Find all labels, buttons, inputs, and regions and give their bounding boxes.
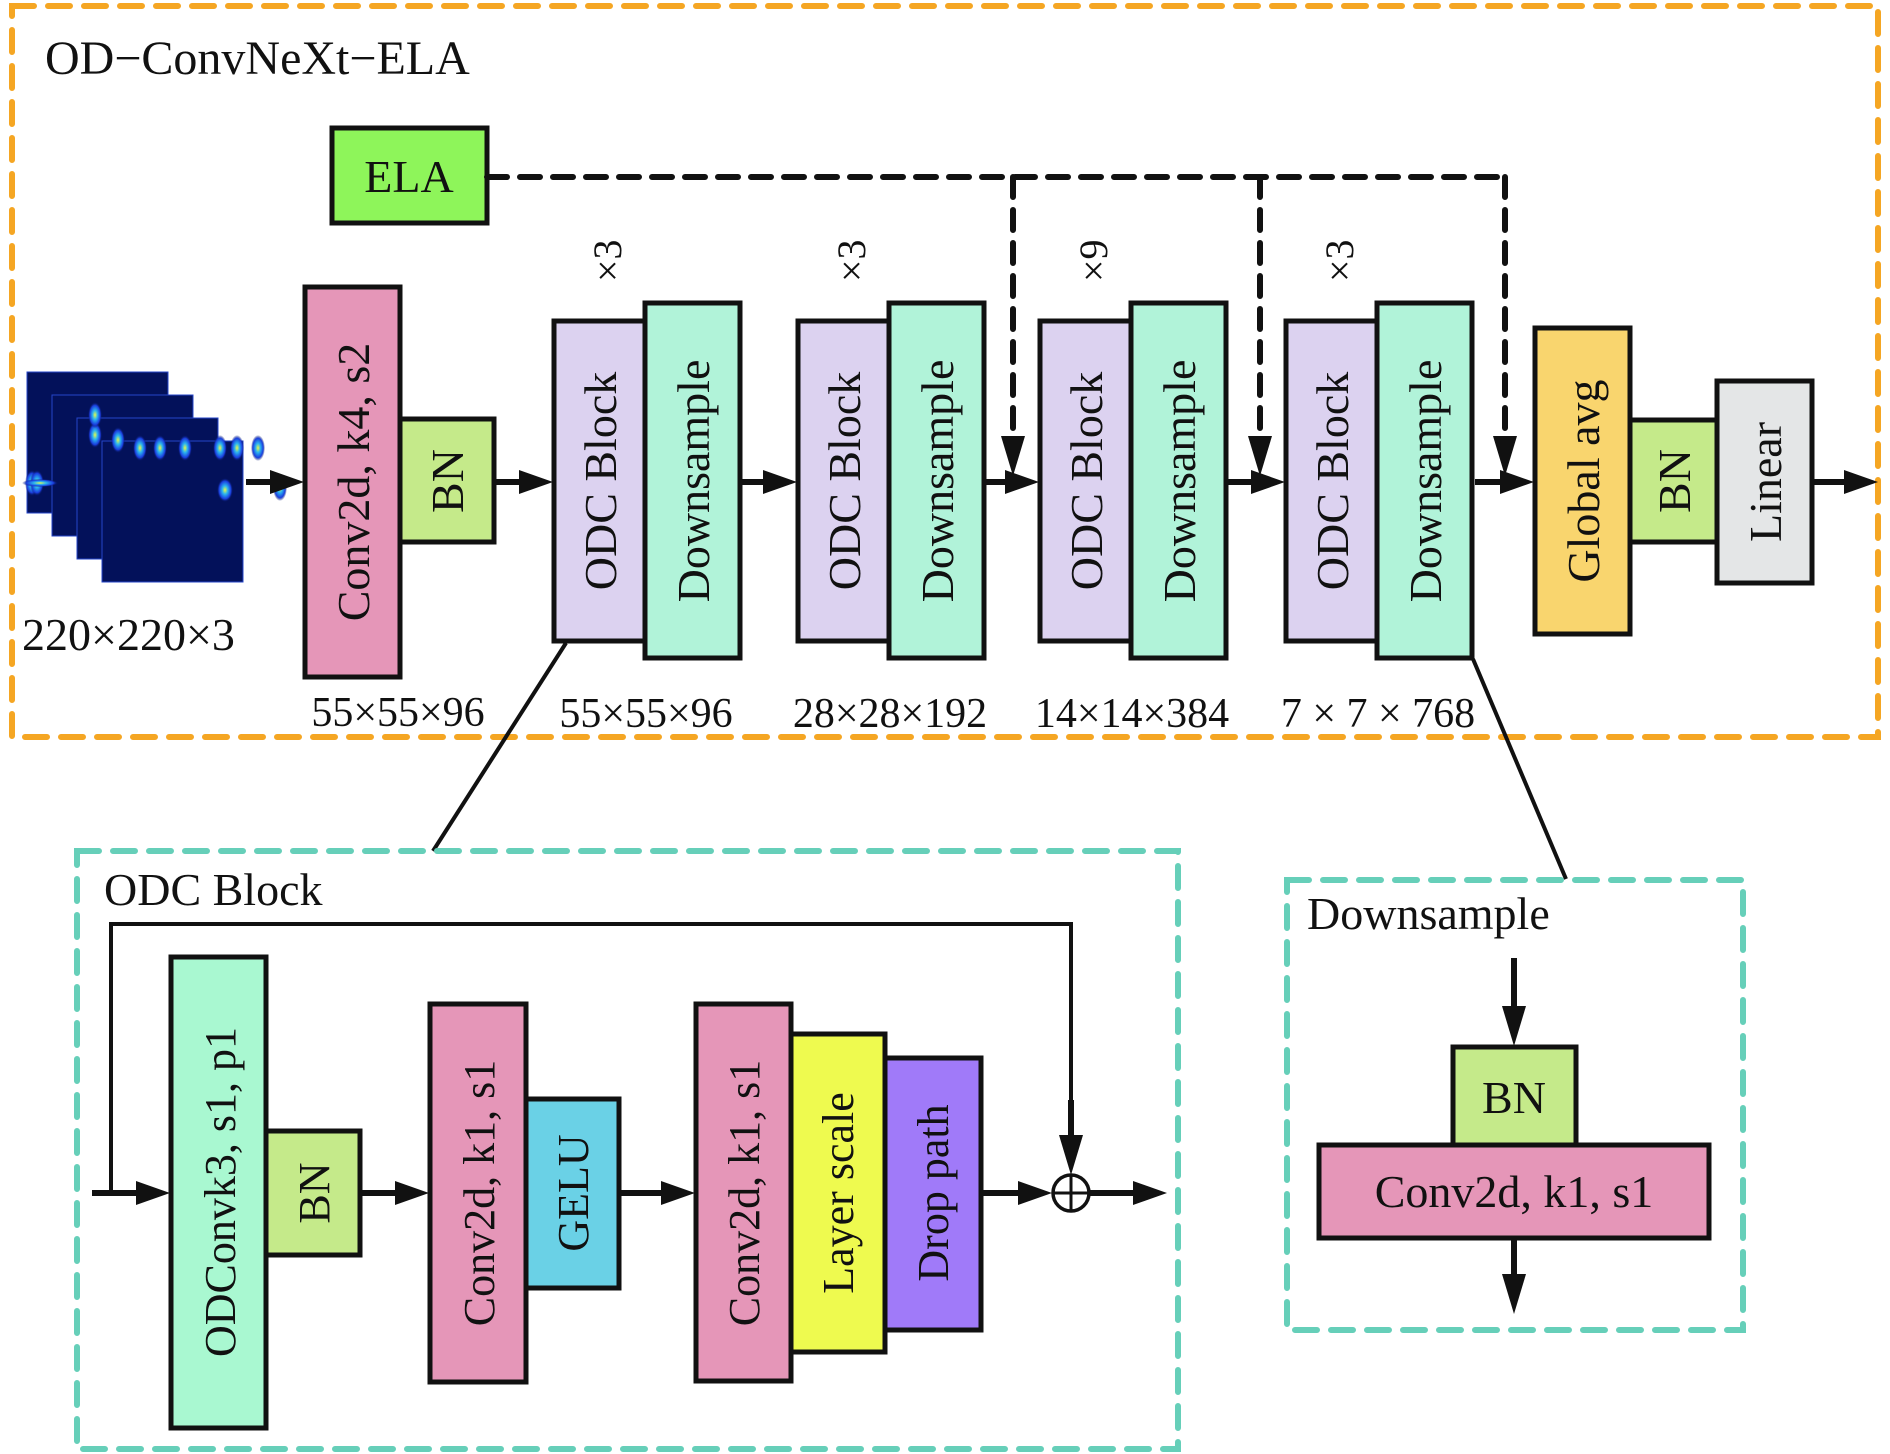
odc-block [1283,318,1380,644]
odc-bn-label: BN [290,1162,339,1223]
stem-output-size: 55×55×96 [311,690,484,736]
downsample-conv-block [1316,1142,1712,1241]
spectrogram-frame [101,440,244,583]
head-bn-block [1627,417,1720,545]
downsample-flow-arrows [1502,958,1526,1314]
downsample-detail-title: Downsample [1307,888,1550,939]
odc-block [1037,318,1134,644]
odc-bn-block [263,1128,363,1258]
downsample-callout-line [1471,658,1568,880]
downsample-block [1128,300,1229,661]
stage-1: ODC Block Downsample ×3 55×55×96 [551,239,743,737]
downsample-bn-block [1450,1044,1579,1148]
input-spectrogram-stack-icon [22,371,287,583]
stage-output-size: 55×55×96 [559,691,732,737]
stage2-to-stage3-arrow [984,470,1039,494]
sum-icon [1051,1173,1091,1213]
odconv-label: ODConvk3, s1, p1 [196,1027,245,1357]
ela-injection-arrow [1493,174,1517,476]
stage-output-size: 14×14×384 [1035,691,1229,737]
repeat-count: ×3 [585,239,630,282]
gelu-block [523,1096,622,1291]
odc-block-detail-frame [74,848,1181,1452]
global-avg-block [1532,325,1633,637]
pointwise-conv1-block [427,1001,529,1385]
drop-path-label: Drop path [909,1104,958,1281]
pointwise-conv2-label: Conv2d, k1, s1 [720,1060,769,1326]
stem-conv-label: Conv2d, k4, s2 [328,343,379,622]
ela-injection-arrow [1001,174,1025,476]
ela-injection-arrow [1248,174,1272,476]
stage-4: ODC Block Downsample ×3 7 × 7 × 768 [1281,239,1475,737]
input-size-label: 220×220×3 [22,609,235,660]
odc-block-callout-line [431,641,568,853]
downsample-block [1374,300,1475,661]
repeat-count: ×3 [829,239,874,282]
residual-skip-line [109,922,1073,1192]
odc-bn-to-conv-arrow [360,1181,429,1205]
gelu-label: GELU [549,1134,598,1251]
downsample-output-arrow [1502,1238,1526,1314]
repeat-count: ×3 [1317,239,1362,282]
odc-block [551,318,648,644]
odc-block-label: ODC Block [819,372,870,591]
odc-input-arrow [92,1181,170,1205]
pointwise-conv2-block [693,1001,794,1384]
stage-output-size: 28×28×192 [793,691,987,737]
stage-2: ODC Block Downsample ×3 28×28×192 [793,239,987,737]
linear-label: Linear [1740,422,1791,542]
odc-block-detail-title: ODC Block [104,864,323,915]
odc-gelu-to-conv-arrow [619,1181,695,1205]
input-arrow [246,470,304,494]
downsample-label: Downsample [1154,360,1205,603]
stem-to-stage1-arrow [494,470,553,494]
odc-block-label: ODC Block [1061,372,1112,591]
downsample-conv-label: Conv2d, k1, s1 [1375,1166,1654,1217]
odc-to-sum-arrow [981,1181,1052,1205]
residual-arrow [1059,1100,1083,1175]
downsample-label: Downsample [1400,360,1451,603]
odc-block-label: ODC Block [575,372,626,591]
odc-block-label: ODC Block [1307,372,1358,591]
ela-label: ELA [364,151,453,202]
main-title: OD−ConvNeXt−ELA [45,32,470,85]
head-bn-label: BN [1649,449,1700,513]
downsample-detail-frame [1284,877,1746,1333]
output-arrow [1812,470,1878,494]
stage-3: ODC Block Downsample ×9 14×14×384 [1035,239,1229,737]
downsample-label: Downsample [912,360,963,603]
stem-bn-label: BN [422,449,473,513]
drop-path-block [882,1055,984,1333]
stage4-to-head-arrow [1475,470,1534,494]
repeat-count: ×9 [1071,239,1116,282]
stem-conv-block [302,284,403,680]
stage3-to-stage4-arrow [1228,470,1285,494]
downsample-bn-label: BN [1482,1072,1546,1123]
downsample-label: Downsample [668,360,719,603]
global-avg-label: Global avg [1558,379,1609,582]
main-flow-arrows [246,470,1878,494]
ela-dashed-connections [484,174,1517,476]
stage-output-size: 7 × 7 × 768 [1281,691,1475,737]
odc-block-flow-arrows [92,1100,1167,1205]
odc-output-arrow [1089,1181,1167,1205]
stages-group: ODC Block Downsample ×3 55×55×96 ODC Block Do… [551,239,1475,737]
main-model-frame [9,3,1881,740]
pointwise-conv1-label: Conv2d, k1, s1 [455,1060,504,1326]
downsample-input-arrow [1502,958,1526,1046]
stage1-to-stage2-arrow [740,470,797,494]
odconv-block [168,954,269,1431]
layer-scale-label: Layer scale [814,1092,863,1294]
